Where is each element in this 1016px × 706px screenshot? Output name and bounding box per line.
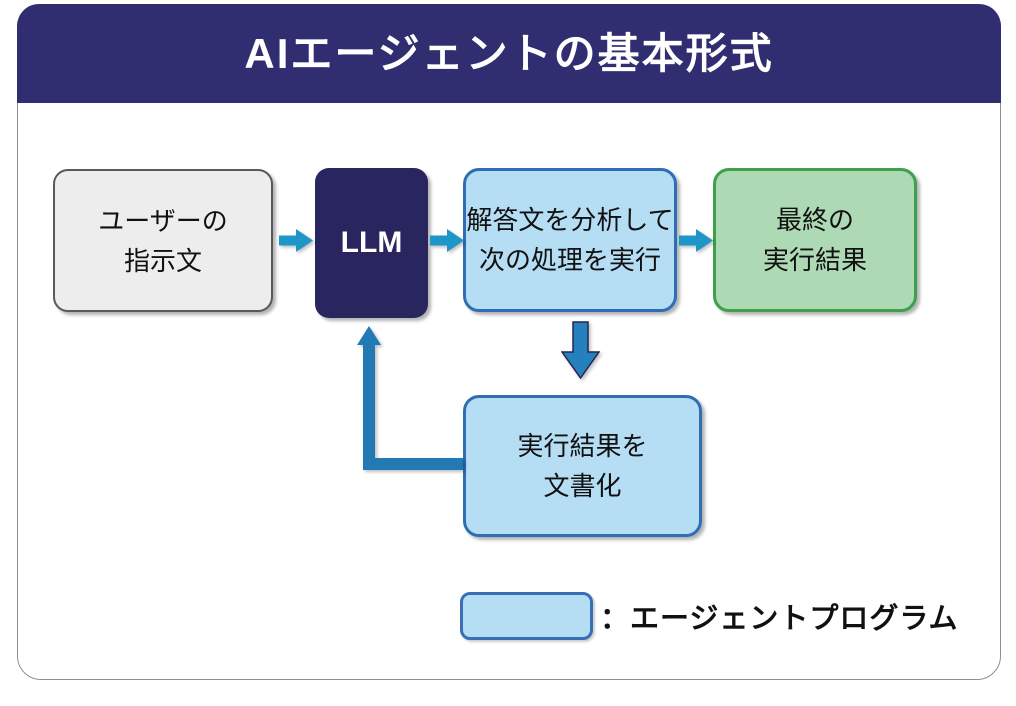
node-document-line2: 文書化 bbox=[543, 471, 622, 501]
node-final-result-line2: 実行結果 bbox=[762, 245, 867, 275]
arrow-right-icon bbox=[430, 229, 464, 252]
node-final-result-line1: 最終の bbox=[775, 205, 854, 235]
node-analyze-line1: 解答文を分析して bbox=[466, 205, 674, 235]
node-llm: LLM bbox=[315, 168, 428, 318]
node-analyze-line2: 次の処理を実行 bbox=[478, 245, 661, 275]
legend-label: ：エージェントプログラム bbox=[600, 603, 959, 635]
arrow-down-icon bbox=[561, 321, 600, 379]
legend-swatch-agent-program bbox=[460, 592, 593, 640]
node-user-instruction-line1: ユーザーの bbox=[98, 205, 228, 236]
node-document-line1: 実行結果を bbox=[517, 431, 648, 461]
arrow-right-icon bbox=[279, 229, 313, 252]
node-document-result: 実行結果を 文書化 bbox=[463, 395, 702, 537]
legend: ：エージェントプログラム bbox=[460, 592, 959, 640]
title-bar: AIエージェントの基本形式 bbox=[17, 4, 1001, 103]
loop-arrow-up-icon bbox=[357, 320, 477, 472]
node-final-result: 最終の 実行結果 bbox=[713, 168, 917, 312]
node-user-instruction: ユーザーの 指示文 bbox=[53, 169, 273, 312]
node-user-instruction-line2: 指示文 bbox=[123, 245, 202, 276]
diagram-frame bbox=[17, 4, 1001, 680]
node-llm-label: LLM bbox=[340, 226, 403, 259]
diagram-title: AIエージェントの基本形式 bbox=[244, 29, 774, 77]
node-analyze-response: 解答文を分析して 次の処理を実行 bbox=[463, 168, 677, 312]
arrow-right-icon bbox=[679, 229, 713, 252]
